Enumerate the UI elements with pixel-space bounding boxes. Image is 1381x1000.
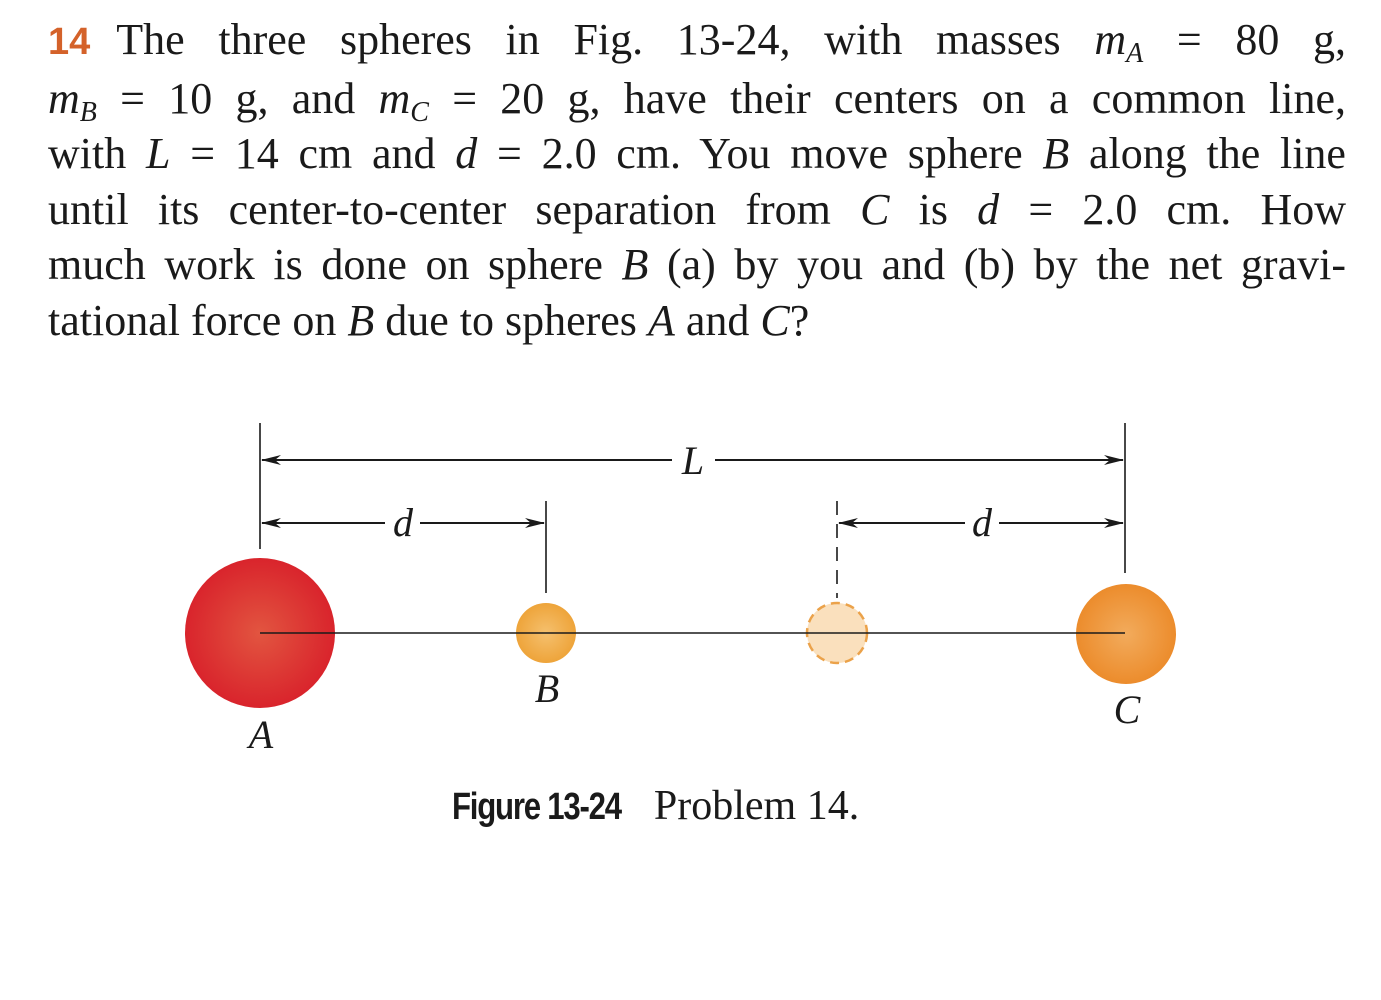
problem-line-6: tational force on B due to spheres A and…	[48, 295, 810, 345]
figure-13-24-diagram: L d d A B C	[185, 423, 1176, 757]
problem-line-4: until its center-to-center separation fr…	[48, 184, 1346, 234]
figure-caption-label: Figure 13-24	[452, 786, 622, 828]
problem-line-3: with L = 14 cm and d = 2.0 cm. You move …	[48, 129, 1346, 178]
sphere-C	[1076, 584, 1176, 684]
label-d-right: d	[972, 500, 993, 545]
label-L: L	[681, 438, 704, 483]
figure-caption-text: Problem 14.	[653, 783, 860, 829]
label-C: C	[1114, 687, 1142, 732]
label-d-left: d	[393, 500, 414, 545]
label-A: A	[246, 712, 274, 757]
figure-caption: Figure 13-24 Problem 14.	[452, 782, 859, 830]
problem-line-5: much work is done on sphere B (a) by you…	[48, 240, 1346, 289]
problem-number: 14	[48, 21, 91, 63]
label-B: B	[535, 666, 559, 711]
problem-line-2: mB = 10 g, and mC = 20 g, have their cen…	[48, 73, 1347, 128]
